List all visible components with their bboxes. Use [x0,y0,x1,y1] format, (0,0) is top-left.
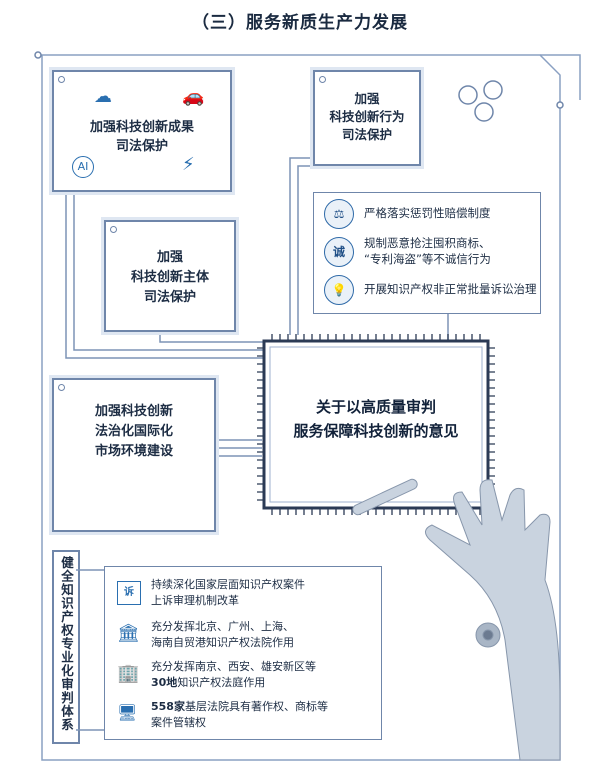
robot-hand-graphic [352,478,561,761]
page-title: （三）服务新质生产力发展 [192,13,408,33]
box-tech-results-protection: ☁ 🚗 加强科技创新成果 司法保护 AI ⚡ [52,70,232,192]
corner-dot [110,226,117,233]
behavior-measures-panel: ⚖ 严格落实惩罚性赔偿制度 诚 规制恶意抢注囤积商标、 “专利海盗”等不诚信行为… [313,192,541,314]
box-tech-subject-protection: 加强 科技创新主体 司法保护 [104,220,236,332]
box-market-environment: 加强科技创新 法治化国际化 市场环境建设 [52,378,216,532]
system-item-3-line1: 558家基层法院具有著作权、商标等 [151,699,328,715]
box-behavior-line3: 司法保护 [341,127,392,142]
system-item-0-line2: 上诉审理机制改革 [151,594,239,607]
system-item-ip-tribunals: 充分发挥南京、西安、雄安新区等 30地知识产权法庭作用 [151,659,316,691]
basic-court-count: 558家 [151,700,185,713]
system-vertical-label: 健全知识产权专业化审判体系 [52,550,80,744]
court-building-icon: 🏛 [117,623,140,644]
box-environment-line3: 市场环境建设 [94,444,173,459]
box-subject-line2: 科技创新主体 [130,270,209,285]
system-item-0-line1: 持续深化国家层面知识产权案件 [151,578,305,591]
system-items-panel: 诉 持续深化国家层面知识产权案件 上诉审理机制改革 🏛 充分发挥北京、广州、上海… [104,566,382,740]
measure-punitive-damages: 严格落实惩罚性赔偿制度 [364,206,491,220]
box-behavior-line1: 加强 [354,91,380,106]
tribunal-building-icon: 🏢 [117,663,140,684]
battery-icon: ⚡ [182,154,195,175]
system-item-basic-courts: 558家基层法院具有著作权、商标等 案件管辖权 [151,699,328,731]
center-title-line1: 关于以高质量审判 [315,398,436,416]
box-subject-text: 加强 科技创新主体 司法保护 [106,248,234,308]
box-subject-line1: 加强 [156,250,183,265]
system-item-2-line1: 充分发挥南京、西安、雄安新区等 [151,660,316,673]
box-subject-line3: 司法保护 [143,290,196,305]
system-item-ip-courts: 充分发挥北京、广州、上海、 海南自贸港知识产权法院作用 [151,619,294,651]
court-doc-icon: 诉 [117,581,141,605]
bulb-icon: 💡 [324,275,354,305]
corner-dot [58,76,65,83]
corner-dot [319,76,326,83]
measure-bad-faith: 规制恶意抢注囤积商标、 “专利海盗”等不诚信行为 [364,235,491,267]
box-results-text: 加强科技创新成果 司法保护 [54,118,230,156]
system-item-2-line2: 30地知识产权法庭作用 [151,675,316,691]
car-icon: 🚗 [182,86,205,107]
box-environment-text: 加强科技创新 法治化国际化 市场环境建设 [54,402,214,462]
system-connector [76,569,104,731]
box-tech-behavior-protection: 加强 科技创新行为 司法保护 [313,70,421,166]
system-item-3-line1-rest: 基层法院具有著作权、商标等 [184,700,328,713]
box-environment-line1: 加强科技创新 [94,404,173,419]
measure-bad-faith-line2: “专利海盗”等不诚信行为 [364,252,491,266]
scale-icon: ⚖ [324,199,354,229]
system-label-text: 健全知识产权专业化审判体系 [59,556,74,732]
corner-dot [58,384,65,391]
box-behavior-line2: 科技创新行为 [329,109,405,124]
ai-head-icon: AI [72,156,94,178]
tribunal-count: 30地 [151,676,178,689]
cloud-icon: ☁ [94,86,112,107]
box-behavior-text: 加强 科技创新行为 司法保护 [315,90,419,144]
center-title-line2: 服务保障科技创新的意见 [293,422,459,440]
measure-bad-faith-line1: 规制恶意抢注囤积商标、 [364,236,491,250]
system-item-3-line2: 案件管辖权 [151,716,206,729]
local-court-icon: 🖥 [117,703,138,722]
honesty-icon: 诚 [324,237,354,267]
system-item-1-line1: 充分发挥北京、广州、上海、 [151,620,294,633]
measure-abnormal-litigation: 开展知识产权非正常批量诉讼治理 [364,282,537,296]
box-results-line1: 加强科技创新成果 [89,120,194,135]
box-environment-line2: 法治化国际化 [94,424,173,439]
ai-label: AI [77,160,89,173]
system-item-appeal-reform: 持续深化国家层面知识产权案件 上诉审理机制改革 [151,577,305,609]
system-item-1-line2: 海南自贸港知识产权法院作用 [151,636,294,649]
center-chip-title: 关于以高质量审判 服务保障科技创新的意见 [270,395,482,443]
system-item-2-line2-rest: 知识产权法庭作用 [177,676,266,689]
box-results-line2: 司法保护 [115,139,168,154]
